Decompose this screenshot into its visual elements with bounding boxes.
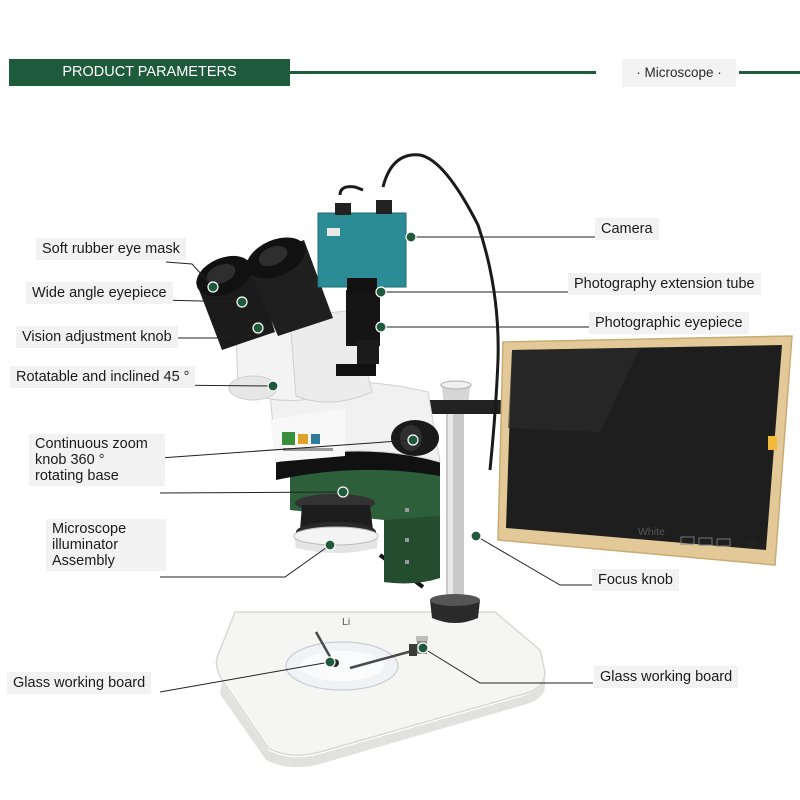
header-banner [9,59,290,86]
support-pillar [430,380,480,623]
label-rotatable: Rotatable and inclined 45 ° [10,366,196,388]
label-focus-knob: Focus knob [592,569,679,591]
glass-working-board [285,641,399,691]
base-plate [215,611,546,768]
label-illuminator-line-3: Assembly [52,553,115,569]
header-title: PRODUCT PARAMETERS [62,64,237,80]
ring-illuminator [293,494,379,553]
leader-lines [159,236,596,693]
photo-tube [336,290,380,376]
label-photo-eyepiece: Photographic eyepiece [589,312,749,334]
label-zoom-line-1: Continuous zoom [35,436,148,452]
label-eye-mask: Soft rubber eye mask [36,238,186,260]
label-vision-knob: Vision adjustment knob [16,326,178,348]
label-illuminator-line-2: illuminator [52,537,119,553]
header-rule-right [739,71,800,74]
monitor [497,335,793,566]
label-zoom-knob: Continuous zoom knob 360 ° rotating base [29,434,165,486]
callout-markers [207,231,482,668]
label-eyepiece: Wide angle eyepiece [26,282,173,304]
header-rule-left [290,71,596,74]
board-mark-text: Li [342,616,351,628]
label-illuminator-line-1: Microscope [52,521,127,537]
label-glass-board-left: Glass working board [7,672,152,694]
label-glass-board-right: Glass working board [594,666,739,688]
header-tag-box [622,59,736,87]
label-zoom-line-3: rotating base [35,468,119,484]
header-tag: · Microscope · [636,65,722,80]
focus-housing [290,460,440,584]
label-illuminator: Microscope illuminator Assembly [46,519,166,571]
camera-body [317,200,407,293]
label-zoom-line-2: knob 360 ° [35,452,105,468]
monitor-color-text: White [638,526,665,538]
label-camera: Camera [595,218,659,240]
label-extension-tube: Photography extension tube [568,273,761,295]
